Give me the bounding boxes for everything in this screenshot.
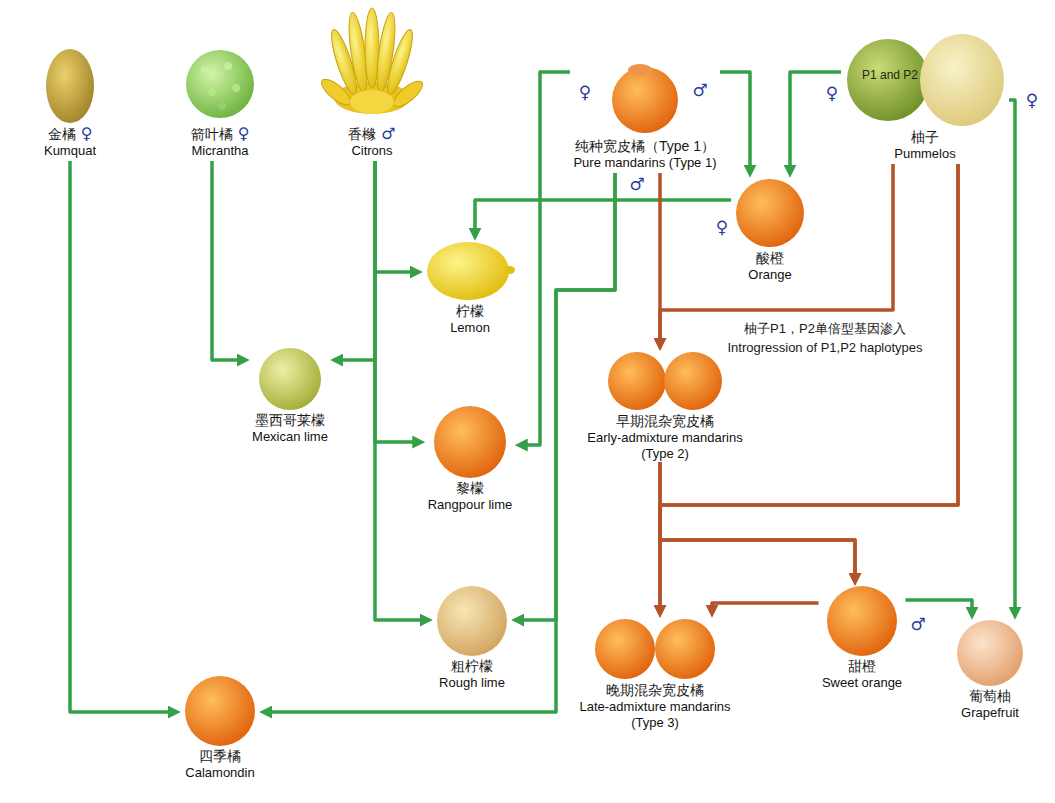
fruit-node: 柠檬Lemon: [422, 240, 518, 338]
lineage-arrow: [340, 161, 375, 360]
chinese-name: 香橼: [348, 125, 376, 143]
fruit-node: 粗柠檬Rough lime: [432, 585, 512, 693]
sex-symbol: ♀: [716, 218, 728, 236]
chinese-name: 甜橙: [848, 657, 876, 675]
lineage-arrow: [712, 603, 819, 608]
fruit-node: 晚期混杂宽皮橘Late-admixture mandarins (Type 3): [568, 617, 742, 731]
english-name: Lemon: [450, 320, 490, 336]
mexican-lime-fruit: [259, 348, 321, 410]
fruit-node: 金橘 ♀Kumquat: [41, 47, 100, 161]
fruit-node: 墨西哥莱檬Mexican lime: [249, 347, 331, 447]
english-name: Rough lime: [439, 675, 505, 691]
fruit-node: 葡萄柚Grapefruit: [952, 619, 1028, 723]
sex-symbol: ♀: [826, 84, 838, 102]
kumquat-fruit: [46, 49, 94, 123]
sex-symbol: ♂: [910, 615, 925, 633]
sex-symbol: ♂: [692, 81, 707, 99]
annotation: 柚子P1，P2单倍型基因渗入: [742, 320, 908, 337]
english-name: Late-admixture mandarins (Type 3): [571, 699, 739, 731]
mandarin-fruit: [612, 64, 678, 133]
citron-fruit: [318, 8, 427, 114]
lemon-fruit: [427, 242, 515, 300]
lineage-arrow: [375, 161, 413, 272]
fruit-node: 香橼 ♂Citrons: [321, 10, 423, 161]
english-name: Calamondin: [185, 765, 254, 781]
sex-symbol: ♂: [381, 125, 395, 143]
english-name: Mexican lime: [252, 429, 328, 445]
annotation: P1 and P2: [862, 68, 918, 82]
lineage-arrow: [660, 462, 855, 576]
english-name: Pummelos: [894, 146, 955, 162]
sex-symbol: ♀: [579, 83, 591, 101]
chinese-name: 酸橙: [756, 249, 784, 267]
fruit-node: 纯种宽皮橘（Type 1）Pure mandarins (Type 1): [570, 62, 720, 173]
pummelo-fruits: [847, 34, 1004, 126]
fruit-node: 酸橙Orange: [731, 177, 809, 285]
lineage-arrow: [375, 161, 416, 442]
chinese-name: 柚子: [911, 128, 939, 146]
sour-orange-fruit: [736, 179, 804, 247]
lineage-arrow: [660, 164, 958, 576]
late-mandarin-fruits: [595, 619, 715, 679]
early-mandarin-fruits: [608, 352, 722, 410]
lineage-arrow: [375, 161, 423, 620]
annotation: Introgression of P1,P2 haplotypes: [725, 339, 924, 356]
english-name: Citrons: [351, 143, 392, 159]
chinese-name: 金橘: [48, 125, 76, 143]
chinese-name: 墨西哥莱檬: [255, 411, 325, 429]
lineage-arrow: [790, 72, 841, 168]
lineage-arrow: [475, 200, 731, 231]
lineage-arrow: [720, 72, 750, 168]
rough-lime-fruit: [437, 586, 507, 656]
lineage-arrow: [906, 600, 973, 610]
english-name: Pure mandarins (Type 1): [573, 155, 716, 171]
sweet-orange-fruit: [827, 586, 897, 656]
english-name: Kumquat: [44, 143, 96, 159]
chinese-name: 纯种宽皮橘（Type 1）: [575, 137, 715, 155]
chinese-name: 粗柠檬: [451, 657, 493, 675]
rangpour-fruit: [434, 406, 506, 478]
english-name: Grapefruit: [961, 705, 1019, 721]
fruit-node: 箭叶橘 ♀Micrantha: [181, 45, 259, 161]
chinese-name: 箭叶橘: [191, 125, 233, 143]
english-name: Sweet orange: [822, 675, 902, 691]
fruit-node: 四季橘Calamondin: [180, 675, 260, 783]
english-name: Micrantha: [191, 143, 248, 159]
english-name: Rangpour lime: [428, 497, 513, 513]
fruit-node: 柚子Pummelos: [841, 33, 1009, 164]
lineage-arrow: [521, 173, 615, 620]
lineage-arrow: [212, 161, 240, 360]
sex-symbol: ♀: [1026, 91, 1038, 109]
chinese-name: 葡萄柚: [969, 687, 1011, 705]
sex-symbol: ♂: [629, 175, 644, 193]
chinese-name: 柠檬: [456, 302, 484, 320]
lineage-arrow: [660, 164, 893, 341]
chinese-name: 四季橘: [199, 747, 241, 765]
fruit-node: 早期混杂宽皮橘Early-admixture mandarins (Type 2…: [578, 350, 752, 462]
english-name: Orange: [748, 267, 791, 283]
fruit-node: 黎檬Rangpour lime: [425, 405, 516, 515]
lineage-arrow: [660, 164, 958, 608]
english-name: Early-admixture mandarins (Type 2): [581, 430, 749, 462]
lineage-arrow: [1009, 100, 1015, 610]
lineage-arrow: [70, 161, 171, 712]
chinese-name: 黎檬: [456, 479, 484, 497]
sex-symbol: ♀: [81, 125, 93, 143]
calamondin-fruit: [185, 676, 255, 746]
micrantha-fruit: [186, 50, 254, 118]
lineage-arrow: [525, 72, 571, 445]
chinese-name: 早期混杂宽皮橘: [616, 412, 714, 430]
chinese-name: 晚期混杂宽皮橘: [606, 681, 704, 699]
grapefruit-fruit: [957, 620, 1023, 686]
fruit-node: 甜橙Sweet orange: [819, 585, 906, 693]
sex-symbol: ♀: [238, 125, 250, 143]
